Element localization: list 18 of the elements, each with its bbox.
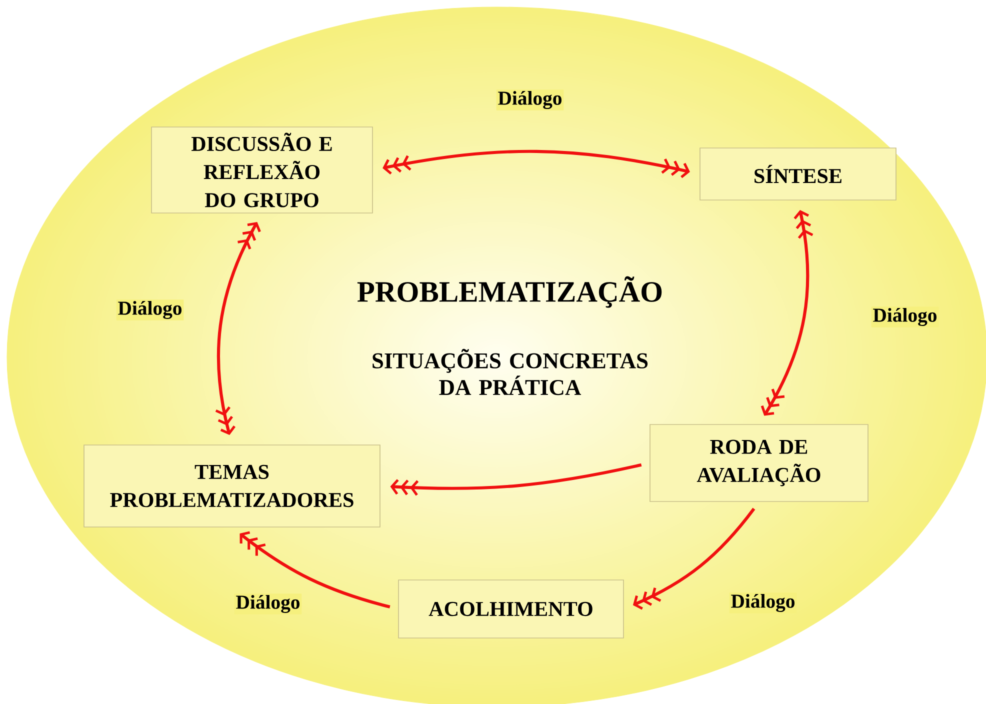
process-box: ACOLHIMENTO xyxy=(398,580,624,638)
arrow xyxy=(215,222,261,436)
process-box: RODA DE AVALIAÇÃO xyxy=(650,424,868,502)
arrow xyxy=(240,531,390,608)
process-box: SÍNTESE xyxy=(700,148,896,200)
arrow xyxy=(390,463,642,496)
process-box: DISCUSSÃO E REFLEXÃO DO GRUPO xyxy=(151,126,373,214)
edge-label: Diálogo xyxy=(236,595,300,613)
edge-label: Diálogo xyxy=(731,594,794,612)
process-box: TEMAS PROBLEMATIZADORES xyxy=(84,444,380,528)
edge-label: Diálogo xyxy=(498,91,562,109)
arrow xyxy=(382,150,690,178)
arrow xyxy=(760,210,814,416)
subtitle: SITUAÇÕES CONCRETAS DA PRÁTICA xyxy=(372,348,648,396)
title: PROBLEMATIZAÇÃO xyxy=(357,276,662,308)
arrow xyxy=(632,508,756,610)
edge-label: Diálogo xyxy=(118,301,182,319)
edge-label: Diálogo xyxy=(873,308,936,326)
